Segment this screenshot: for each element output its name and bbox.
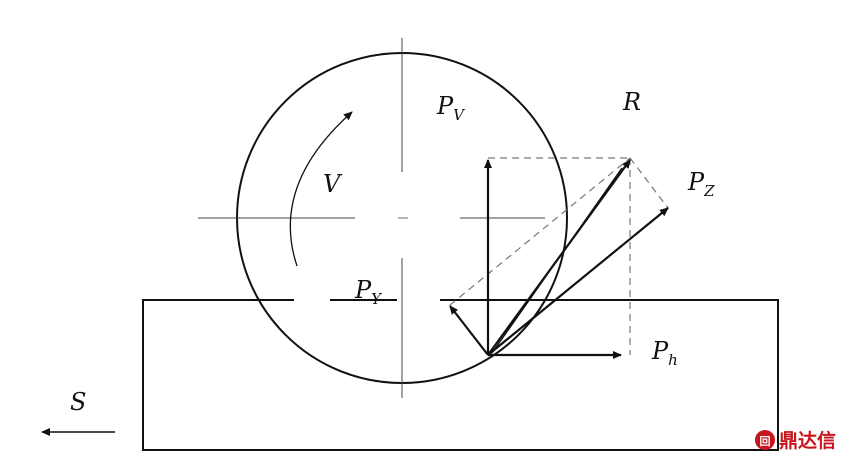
watermark: 回 鼎达信 [755, 429, 836, 452]
v-label: V [323, 170, 343, 198]
pv-label-main: P [436, 92, 454, 120]
construction-lines [449, 157, 669, 355]
force-vectors [449, 159, 669, 359]
ph-label: Ph [651, 337, 678, 369]
pz-label: PZ [687, 168, 715, 200]
r-vector-parallel [491, 167, 623, 354]
parallelogram-left-edge [449, 157, 631, 306]
r-label: R [622, 88, 641, 116]
py-label-sub: Y [371, 290, 383, 308]
py-label-main: P [354, 276, 372, 304]
workpiece-block [142, 299, 779, 451]
center-lines [198, 38, 545, 398]
py-label: PY [354, 276, 383, 308]
pz-label-sub: Z [703, 182, 715, 200]
pv-label-sub: V [453, 106, 466, 124]
pv-label: PV [436, 92, 466, 124]
parallelogram-top-edge [629, 157, 669, 209]
s-label: S [70, 388, 86, 416]
pz-label-main: P [687, 168, 705, 196]
watermark-text: 鼎达信 [779, 429, 836, 452]
ph-label-sub: h [668, 351, 678, 369]
ph-label-main: P [651, 337, 669, 365]
py-vector [449, 305, 489, 356]
workpiece-top-gap-right [397, 297, 440, 303]
pz-vector [487, 207, 669, 356]
rotation-arrow [289, 111, 353, 267]
watermark-logo-icon [755, 430, 775, 450]
watermark-logo-glyph: 回 [760, 434, 771, 448]
workpiece-top-gap-left [294, 297, 330, 303]
